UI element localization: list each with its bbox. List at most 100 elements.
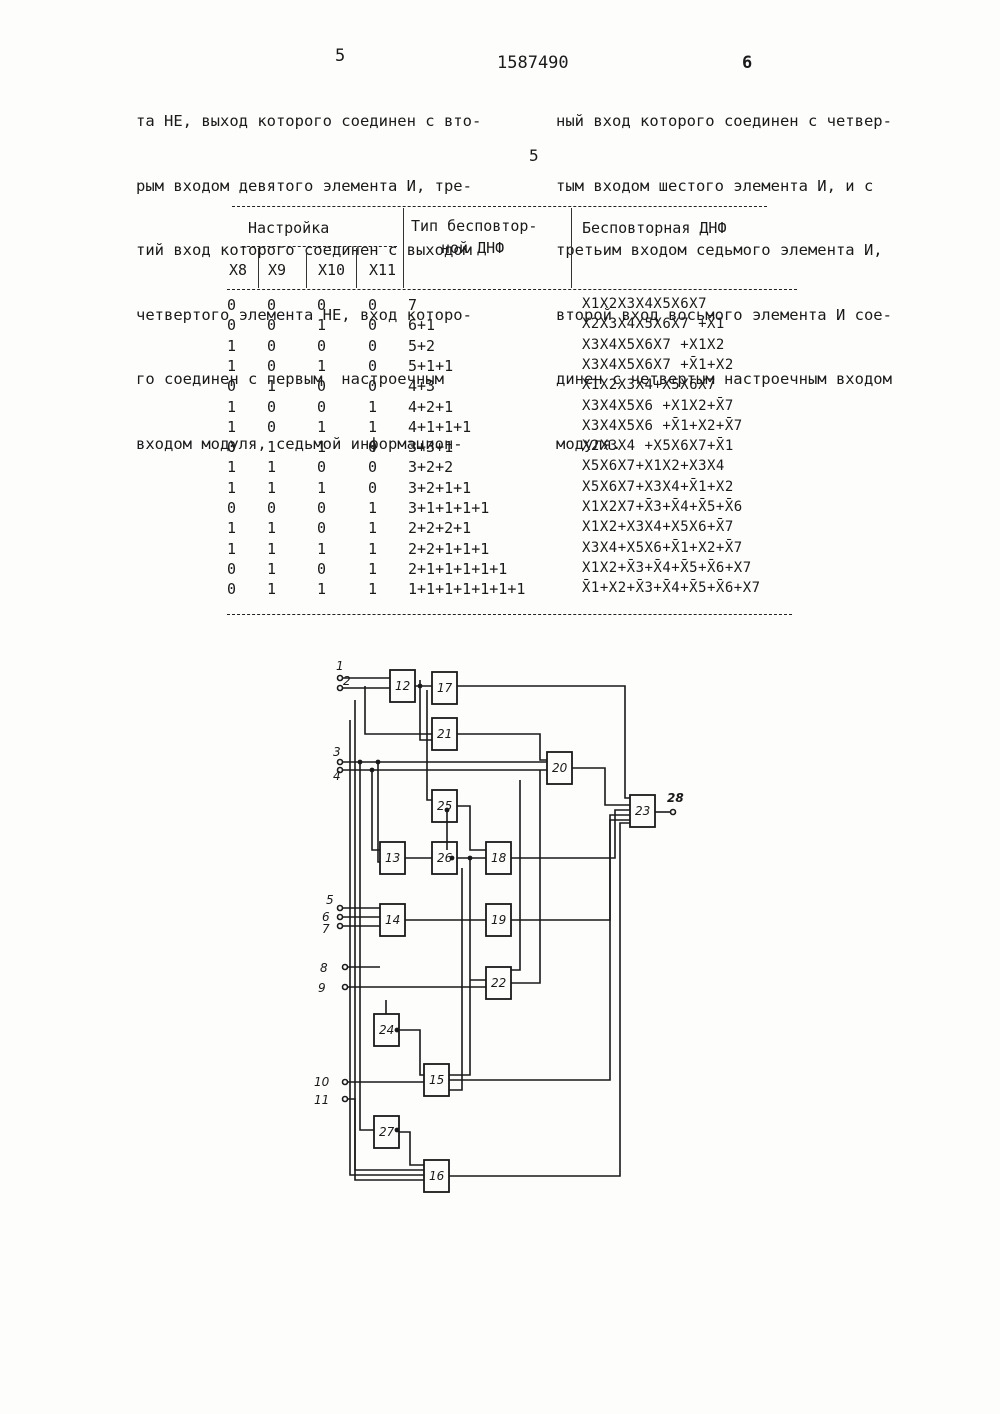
block-label: 16 — [429, 1169, 445, 1183]
input-label: 2 — [343, 674, 351, 688]
cell-x9: 0 — [267, 357, 276, 375]
column-divider — [403, 208, 404, 288]
cell-x10: 1 — [317, 580, 326, 598]
cell-x9: 1 — [267, 580, 276, 598]
input-label: 10 — [314, 1075, 330, 1089]
cell-x8: 0 — [227, 499, 236, 517]
cell-x11: 0 — [368, 357, 377, 375]
cell-x8: 1 — [227, 398, 236, 416]
cell-x9: 1 — [267, 519, 276, 537]
input-label: 4 — [333, 769, 341, 783]
cell-type: 4+2+1 — [408, 398, 453, 416]
cell-x11: 0 — [368, 479, 377, 497]
cell-x11: 0 — [368, 377, 377, 395]
cell-x9: 0 — [267, 337, 276, 355]
cell-x9: 1 — [267, 377, 276, 395]
cell-x9: 1 — [267, 479, 276, 497]
circuit-diagram: 1 2 3 4 5 6 7 8 9 10 11 28 12 13 14 15 1… — [300, 655, 700, 1195]
cell-x9: 0 — [267, 296, 276, 314]
cell-x8: 0 — [227, 560, 236, 578]
cell-type: 5+2 — [408, 337, 435, 355]
cell-x11: 1 — [368, 519, 377, 537]
cell-x9: 1 — [267, 540, 276, 558]
cell-type: 4+3 — [408, 377, 435, 395]
table-top-rule — [232, 206, 767, 207]
block-label: 18 — [491, 851, 507, 865]
cell-dnf: X̄1+X2+X̄3+X̄4+X̄5+X̄6+X7 — [582, 580, 761, 596]
cell-type: 7 — [408, 296, 417, 314]
cell-x11: 0 — [368, 316, 377, 334]
cell-x11: 1 — [368, 540, 377, 558]
cell-x9: 0 — [267, 398, 276, 416]
cell-x10: 1 — [317, 316, 326, 334]
cell-x10: 1 — [317, 418, 326, 436]
cell-x9: 1 — [267, 438, 276, 456]
cell-x8: 1 — [227, 479, 236, 497]
header-dnf: Бесповторная ДНФ — [582, 218, 727, 238]
block-label: 21 — [437, 727, 452, 741]
cell-dnf: X1X2+X̄3+X̄4+X̄5+X̄6+X7 — [582, 560, 752, 576]
cell-dnf: X5X6X7+X3X4+X̄1+X2 — [582, 479, 734, 495]
cell-x11: 1 — [368, 398, 377, 416]
output-label: 28 — [667, 791, 684, 805]
cell-x10: 0 — [317, 458, 326, 476]
cell-x11: 1 — [368, 418, 377, 436]
block-label: 27 — [379, 1125, 395, 1139]
input-label: 7 — [322, 922, 330, 936]
cell-x11: 1 — [368, 560, 377, 578]
block-label: 13 — [385, 851, 400, 865]
column-divider — [258, 248, 259, 288]
cell-dnf: X2X3X4X5X6X7 +X̄1 — [582, 316, 725, 332]
block-label: 12 — [395, 679, 410, 693]
block-label: 17 — [437, 681, 453, 695]
cell-x9: 0 — [267, 316, 276, 334]
block-label: 22 — [491, 976, 506, 990]
dnf-table: Настройка Тип бесповтор- ной ДНФ Бесповт… — [222, 198, 797, 618]
cell-x8: 0 — [227, 296, 236, 314]
cell-x10: 0 — [317, 377, 326, 395]
cell-x8: 1 — [227, 519, 236, 537]
block-label: 15 — [429, 1073, 444, 1087]
cell-dnf: X3X4+X5X6+X̄1+X2+X̄7 — [582, 540, 743, 556]
block-label: 19 — [491, 913, 506, 927]
column-divider — [571, 208, 572, 288]
logic-blocks — [374, 670, 655, 1192]
left-page-number: 5 — [335, 46, 345, 66]
cell-x9: 0 — [267, 418, 276, 436]
cell-x11: 1 — [368, 580, 377, 598]
block-label: 24 — [379, 1023, 394, 1037]
header-setting: Настройка — [248, 218, 329, 238]
cell-type: 3+2+2 — [408, 458, 453, 476]
cell-type: 3+3+1 — [408, 438, 453, 456]
cell-x11: 1 — [368, 499, 377, 517]
cell-x8: 1 — [227, 540, 236, 558]
wires — [343, 678, 670, 1180]
setting-subheader-rule — [242, 246, 397, 247]
input-label: 11 — [314, 1093, 329, 1107]
cell-dnf: X2X3X4 +X5X6X7+X̄1 — [582, 438, 734, 454]
diagram-labels: 1 2 3 4 5 6 7 8 9 10 11 28 12 13 14 15 1… — [314, 659, 684, 1183]
cell-x8: 0 — [227, 580, 236, 598]
cell-x8: 1 — [227, 337, 236, 355]
cell-x11: 0 — [368, 438, 377, 456]
input-label: 9 — [318, 981, 326, 995]
column-divider — [356, 248, 357, 288]
cell-type: 2+2+1+1+1 — [408, 540, 489, 558]
header-type-line2: ной ДНФ — [441, 238, 504, 258]
cell-x9: 1 — [267, 458, 276, 476]
header-x11: X11 — [369, 260, 396, 280]
block-label: 25 — [437, 799, 452, 813]
cell-dnf: X5X6X7+X1X2+X3X4 — [582, 458, 725, 474]
cell-dnf: X1X2+X3X4+X5X6+X̄7 — [582, 519, 734, 535]
block-label: 23 — [635, 804, 650, 818]
cell-x11: 0 — [368, 337, 377, 355]
cell-x10: 1 — [317, 540, 326, 558]
cell-x8: 1 — [227, 357, 236, 375]
header-type-line1: Тип бесповтор- — [411, 216, 537, 236]
table-header-rule — [227, 289, 797, 290]
block-label: 26 — [437, 851, 453, 865]
cell-dnf: X3X4X5X6 +X1X2+X̄7 — [582, 398, 734, 414]
cell-dnf: X3X4X5X6X7 +X̄1+X2 — [582, 357, 734, 373]
cell-type: 3+1+1+1+1 — [408, 499, 489, 517]
